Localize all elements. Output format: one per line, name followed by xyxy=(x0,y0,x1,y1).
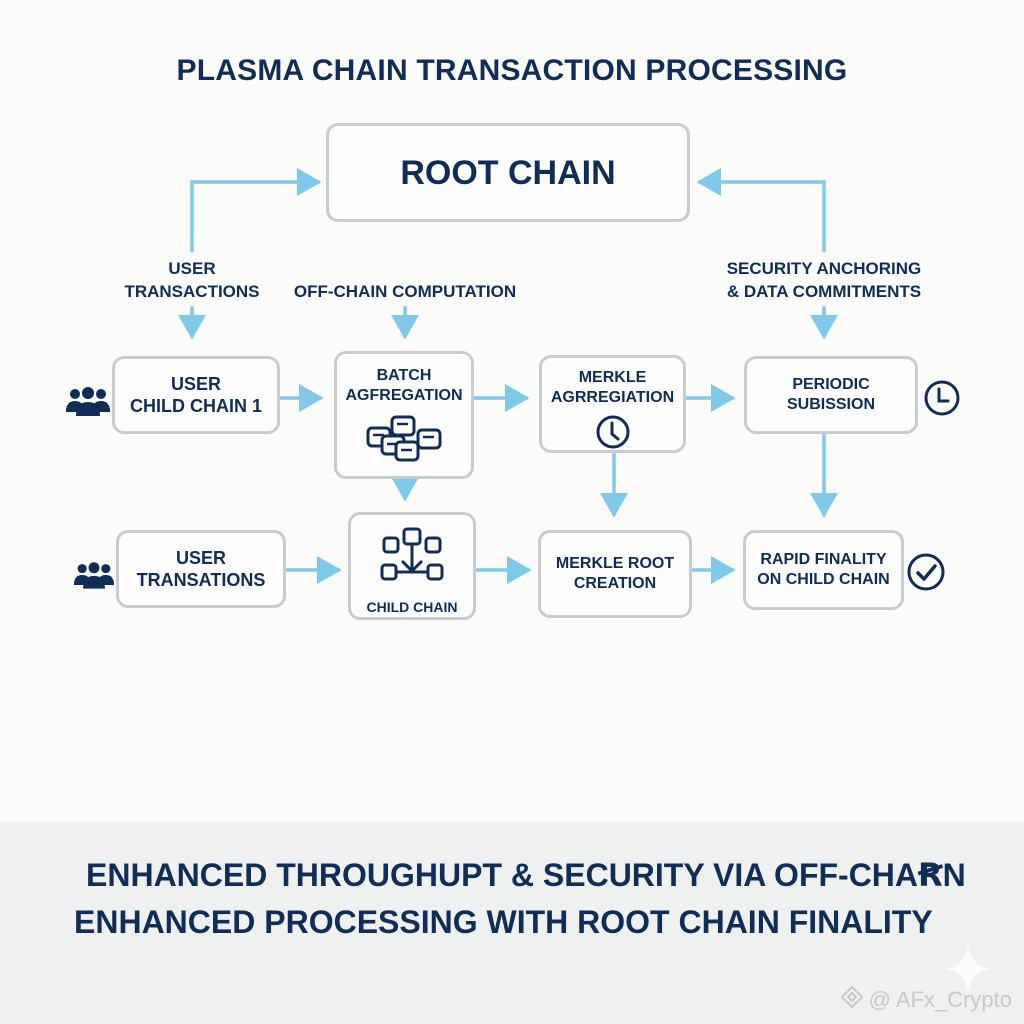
watermark: @ AFx_Crypto xyxy=(840,985,1012,1014)
root-chain-label: ROOT CHAIN xyxy=(400,153,616,192)
user-transactions-label: USER TRANSACTIONS xyxy=(124,259,260,301)
clock-icon xyxy=(922,378,962,423)
off-chain-computation-label: OFF-CHAIN COMPUTATION xyxy=(293,282,517,301)
sparkle-icon xyxy=(948,945,988,998)
child-chain-node: CHILD CHAIN xyxy=(348,512,476,620)
merkle-root-creation-label: MERKLE ROOT CREATION xyxy=(555,555,675,592)
footer-line-2: ENHANCED PROCESSING WITH ROOT CHAIN FINA… xyxy=(74,904,933,940)
footer-line-1: ENHANCED THROUGHUPT & SECURITY VIA OFF-C… xyxy=(86,857,966,893)
watermark-text: @ AFx_Crypto xyxy=(868,987,1012,1012)
users-group-icon xyxy=(74,561,114,594)
security-anchoring-label: SECURITY ANCHORING & DATA COMMITMENTS xyxy=(726,259,922,301)
merkle-aggregation-label: MERKLE AGRREGIATION xyxy=(550,369,675,406)
connectors xyxy=(178,168,838,584)
user-child-chain-1-label: USER CHILD CHAIN 1 xyxy=(129,374,262,416)
root-chain-node: ROOT CHAIN xyxy=(326,123,690,222)
stacked-documents-icon xyxy=(364,414,444,467)
batch-aggregation-label: BATCH AGFREGATION xyxy=(345,367,463,404)
users-group-icon xyxy=(66,386,110,421)
network-tree-icon xyxy=(380,525,444,590)
user-transations-node: USER TRANSATIONS xyxy=(116,530,286,608)
merkle-aggregation-node: MERKLE AGRREGIATION xyxy=(539,355,686,453)
user-child-chain-1-node: USER CHILD CHAIN 1 xyxy=(112,356,280,434)
periodic-submission-label: PERIODIC SUBISSION xyxy=(786,376,875,413)
batch-aggregation-node: BATCH AGFREGATION xyxy=(334,351,474,479)
merkle-root-creation-node: MERKLE ROOT CREATION xyxy=(538,530,692,618)
user-transations-label: USER TRANSATIONS xyxy=(136,548,266,590)
diagram-title: PLASMA CHAIN TRANSACTION PROCESSING xyxy=(176,54,848,87)
periodic-submission-node: PERIODIC SUBISSION xyxy=(744,356,918,434)
diamond-logo-icon xyxy=(840,985,864,1014)
child-chain-label: CHILD CHAIN xyxy=(366,599,458,615)
arrow-user-to-root xyxy=(190,168,322,252)
arrow-security-to-root xyxy=(696,168,826,252)
clock-icon xyxy=(595,414,631,455)
check-circle-icon xyxy=(906,552,946,597)
footer-band xyxy=(0,822,1024,1024)
rapid-finality-node: RAPID FINALITY ON CHILD CHAIN xyxy=(743,530,904,610)
rapid-finality-label: RAPID FINALITY ON CHILD CHAIN xyxy=(757,551,890,588)
